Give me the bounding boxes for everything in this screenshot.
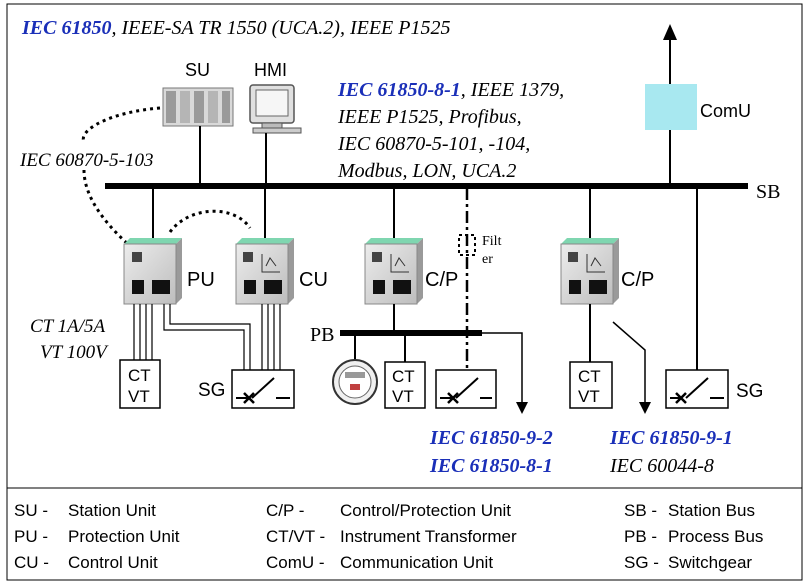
ctvt-2-vt: VT: [392, 387, 414, 406]
station-unit-icon: [162, 87, 234, 127]
legend-c2-r3-text: Communication Unit: [340, 553, 493, 572]
legend-c1-r1-abbr: SU -: [14, 501, 48, 520]
ct-rating: CT 1A/5A: [30, 316, 106, 337]
sb-label: SB: [756, 181, 780, 203]
header-std-main: IEC 61850: [21, 17, 111, 39]
switch-icon: [670, 377, 724, 404]
cu-label: CU: [299, 269, 328, 291]
legend-c2-r1-text: Control/Protection Unit: [340, 501, 511, 520]
legend-c1-r3-abbr: CU -: [14, 553, 49, 572]
filter-label-1: Filt: [482, 234, 502, 249]
protocols-line4: Modbus, LON, UCA.2: [337, 160, 516, 182]
comu-label: ComU: [700, 101, 751, 121]
pu-cu-dotted-link: [168, 209, 252, 233]
protection-unit-device: [123, 238, 182, 305]
su-label: SU: [185, 60, 210, 80]
legend-c2-r3-abbr: ComU -: [266, 553, 325, 572]
iec103-dotted-link-lower: [82, 169, 132, 248]
cp2-out-arrow: [612, 321, 646, 404]
filter-label-2: er: [482, 252, 493, 267]
std-left-1: IEC 61850-9-2: [429, 427, 553, 449]
filter-box: [458, 234, 476, 256]
std-left-2: IEC 61850-8-1: [429, 455, 553, 477]
legend-c3-r2-abbr: PB -: [624, 527, 657, 546]
control-unit-device: [235, 238, 294, 305]
switch-icon: [236, 377, 290, 404]
hmi-computer-icon: [249, 84, 302, 134]
header-std-rest: , IEEE-SA TR 1550 (UCA.2), IEEE P1525: [111, 17, 450, 39]
protocols-blue: IEC 61850-8-1: [337, 79, 461, 101]
legend-c2-r1-abbr: C/P -: [266, 501, 304, 520]
hmi-label: HMI: [254, 60, 287, 80]
protocols-line3: IEC 60870-5-101, -104,: [337, 133, 530, 155]
legend-c3-r1-text: Station Bus: [668, 501, 755, 520]
legend-c3-r1-abbr: SB -: [624, 501, 657, 520]
switch-icon: [440, 377, 492, 404]
vt-rating: VT 100V: [40, 342, 109, 363]
ctvt-2-ct: CT: [392, 367, 415, 386]
cp2-label: C/P: [621, 269, 654, 291]
ctvt-3-vt: VT: [578, 387, 600, 406]
ctvt-box-2: [384, 361, 426, 409]
std-right-1: IEC 61850-9-1: [609, 427, 733, 449]
legend-c1-r2-text: Protection Unit: [68, 527, 180, 546]
protocols-line1: IEC 61850-8-1, IEEE 1379,: [337, 79, 564, 101]
ctvt-box-1: [119, 359, 161, 409]
ctvt-1-ct: CT: [128, 366, 151, 385]
uplink-arrow-icon: [663, 24, 677, 40]
ctvt-3-ct: CT: [578, 367, 601, 386]
legend-c3-r3-abbr: SG -: [624, 553, 659, 572]
comu-box: [645, 84, 697, 130]
legend-c1-r1-text: Station Unit: [68, 501, 156, 520]
sg-label-3: SG: [736, 381, 763, 402]
iec103-label: IEC 60870-5-103: [19, 150, 154, 171]
sg-label-1: SG: [198, 380, 225, 401]
protocols-line2: IEEE P1525, Profibus,: [337, 106, 522, 128]
ctvt-1-vt: VT: [128, 387, 150, 406]
iec103-dotted-link: [81, 106, 161, 143]
cp1-label: C/P: [425, 269, 458, 291]
ctvt-box-3: [569, 361, 613, 409]
pu-label: PU: [187, 269, 215, 291]
pb-out-arrow: [482, 332, 523, 404]
legend-c3-r3-text: Switchgear: [668, 553, 752, 572]
legend: SU - Station Unit PU - Protection Unit C…: [14, 501, 763, 572]
legend-c1-r3-text: Control Unit: [68, 553, 158, 572]
control-protection-unit-2: [560, 238, 619, 305]
legend-c1-r2-abbr: PU -: [14, 527, 48, 546]
pb-label: PB: [310, 324, 334, 346]
meter-icon: [332, 359, 378, 405]
legend-c3-r2-text: Process Bus: [668, 527, 763, 546]
legend-c2-r2-abbr: CT/VT -: [266, 527, 325, 546]
legend-frame: [6, 487, 803, 581]
protocols-line1-rest: , IEEE 1379,: [461, 79, 564, 101]
std-right-2: IEC 60044-8: [609, 455, 714, 477]
control-protection-unit-1: [364, 238, 423, 305]
header-standards: IEC 61850, IEEE-SA TR 1550 (UCA.2), IEEE…: [21, 17, 450, 39]
legend-c2-r2-text: Instrument Transformer: [340, 527, 517, 546]
